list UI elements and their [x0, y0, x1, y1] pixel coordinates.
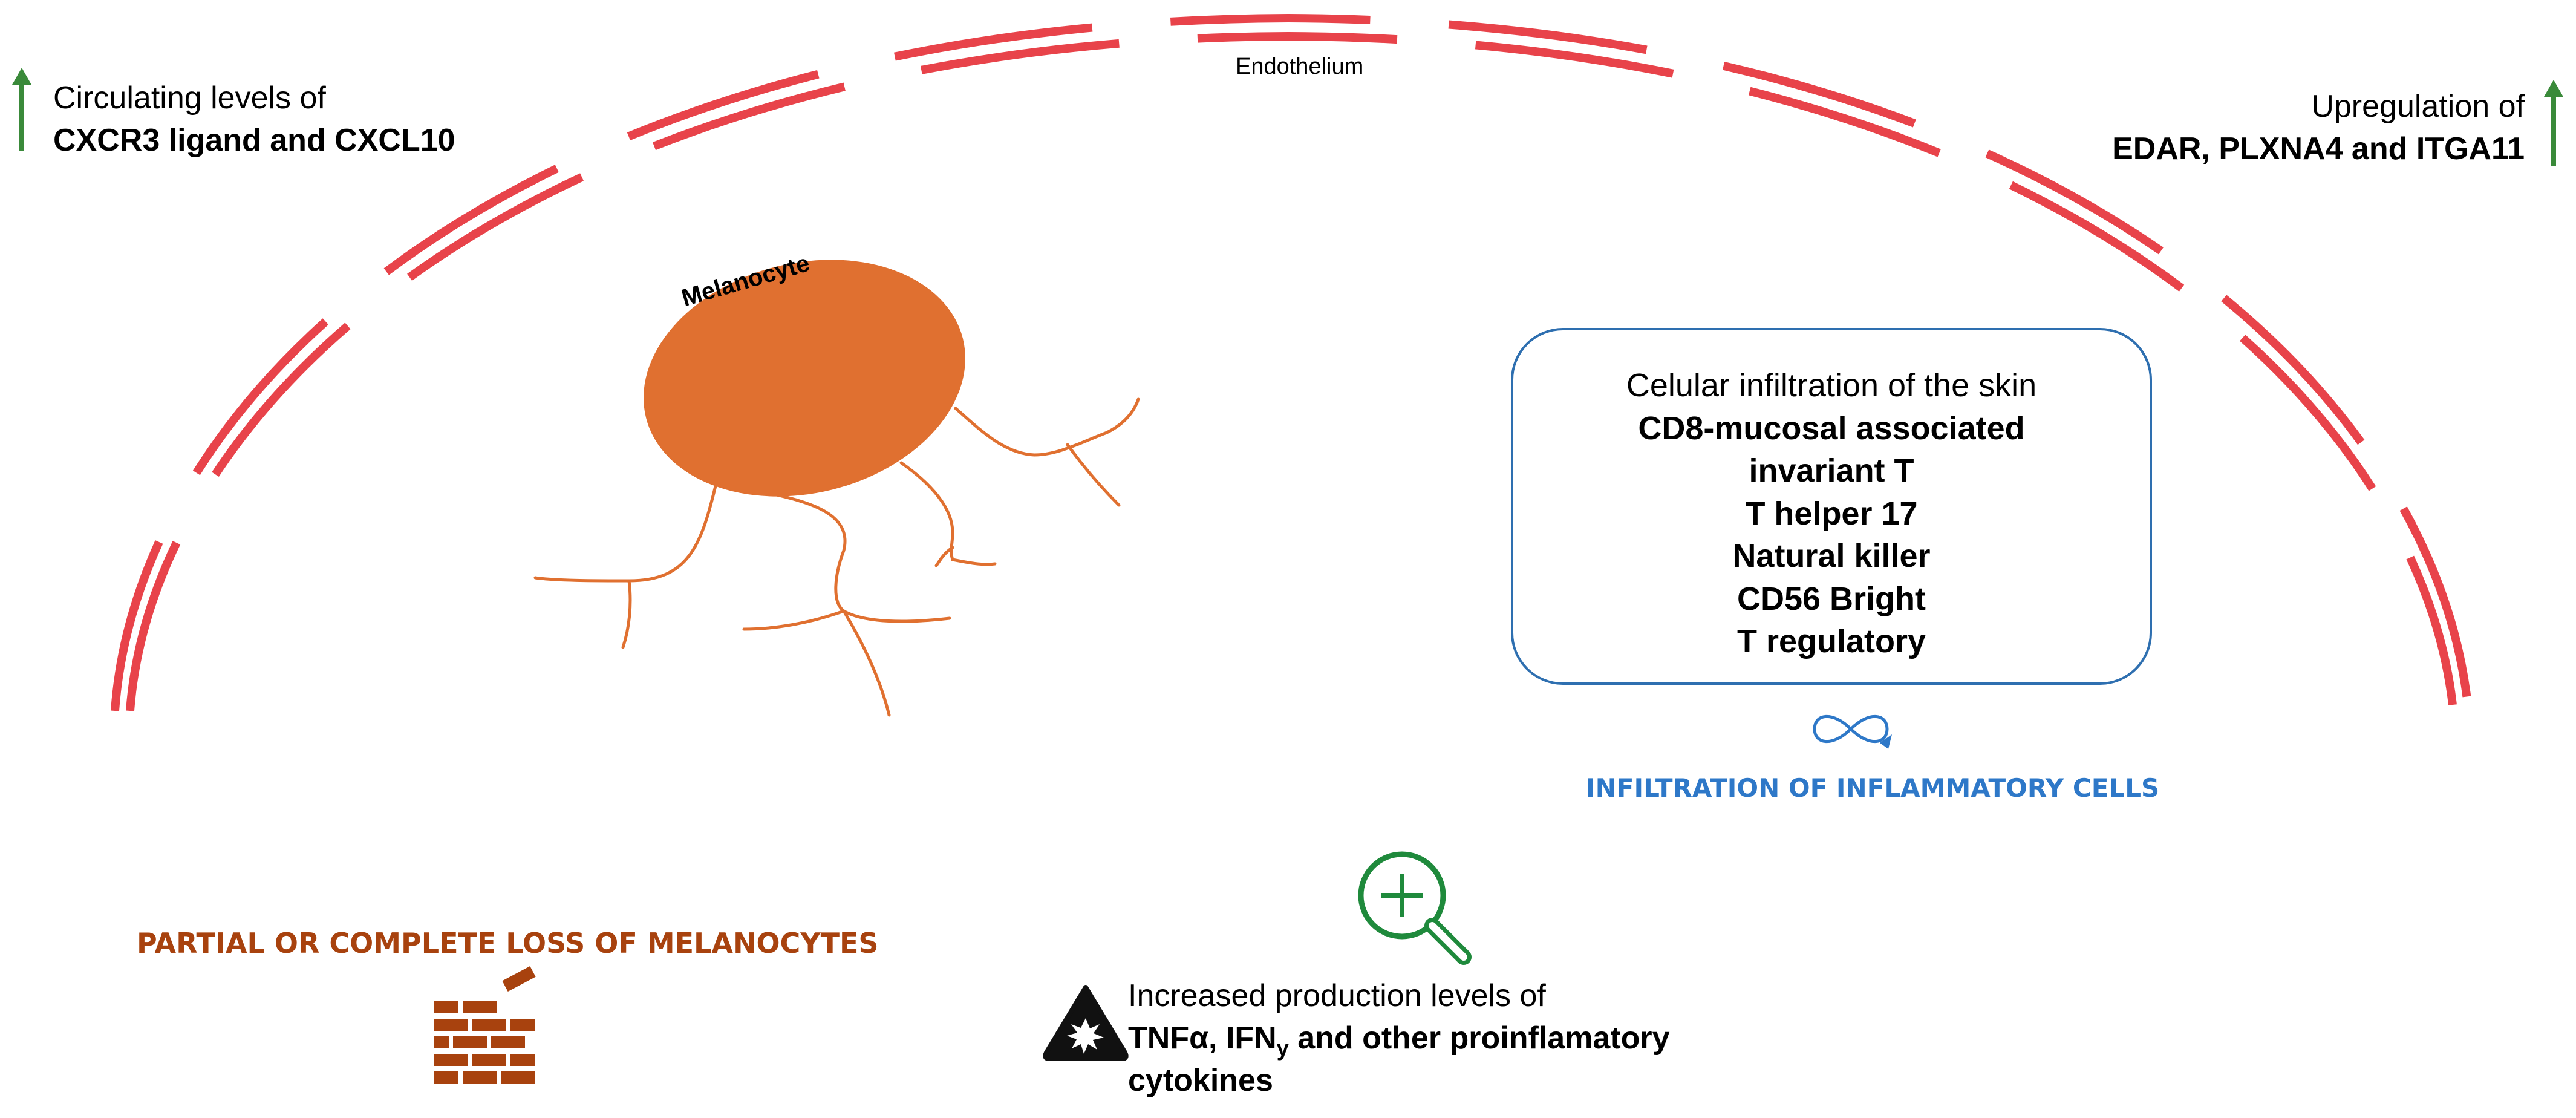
cytokines-line1: Increased production levels of: [1128, 978, 1546, 1013]
crumbling-bricks-icon: [434, 966, 536, 1084]
cytokines-line2: TNFα, IFNy and other proinflamatory: [1128, 1018, 1670, 1069]
infiltration-item: T helper 17: [1745, 495, 1918, 532]
upregulation-line1: Upregulation of: [2311, 89, 2525, 124]
infiltration-caption: INFILTRATION OF INFLAMMATORY CELLS: [1586, 773, 2160, 803]
upregulation-line2: EDAR, PLXNA4 and ITGA11: [2112, 131, 2525, 166]
up-arrow-icon-left: [12, 68, 31, 151]
infiltration-item: CD8-mucosal associated: [1638, 410, 2025, 446]
up-arrow-icon-right: [2544, 80, 2563, 166]
infiltration-item: CD56 Bright: [1736, 580, 1926, 617]
infiltration-box-title: Celular infiltration of the skin: [1626, 367, 2037, 404]
cytokines-line2-part-a: TNFα, IFN: [1128, 1021, 1277, 1056]
magnifier-plus-icon: [1358, 851, 1472, 965]
endothelium-label: Endothelium: [1236, 54, 1364, 79]
cytokines-line2-part-b: and other proinflamatory: [1288, 1021, 1670, 1056]
infiltration-item: invariant T: [1749, 453, 1914, 489]
explosion-warning-icon: [1043, 985, 1129, 1061]
cytokines-line2-subscript: y: [1276, 1036, 1289, 1061]
melanocyte-cell: [533, 260, 1140, 717]
circulating-levels-line2: CXCR3 ligand and CXCL10: [53, 123, 455, 158]
cellular-infiltration-box: Celular infiltration of the skin CD8-muc…: [1511, 328, 2152, 685]
infinity-loop-icon: [1813, 714, 1892, 749]
infiltration-item: Natural killer: [1732, 538, 1931, 574]
cytokines-line3: cytokines: [1128, 1063, 1273, 1098]
endothelium-arc: [111, 13, 2472, 711]
melanocyte-loss-caption: PARTIAL OR COMPLETE LOSS OF MELANOCYTES: [137, 927, 879, 959]
infiltration-item: T regulatory: [1736, 623, 1926, 659]
circulating-levels-line1: Circulating levels of: [53, 80, 326, 116]
